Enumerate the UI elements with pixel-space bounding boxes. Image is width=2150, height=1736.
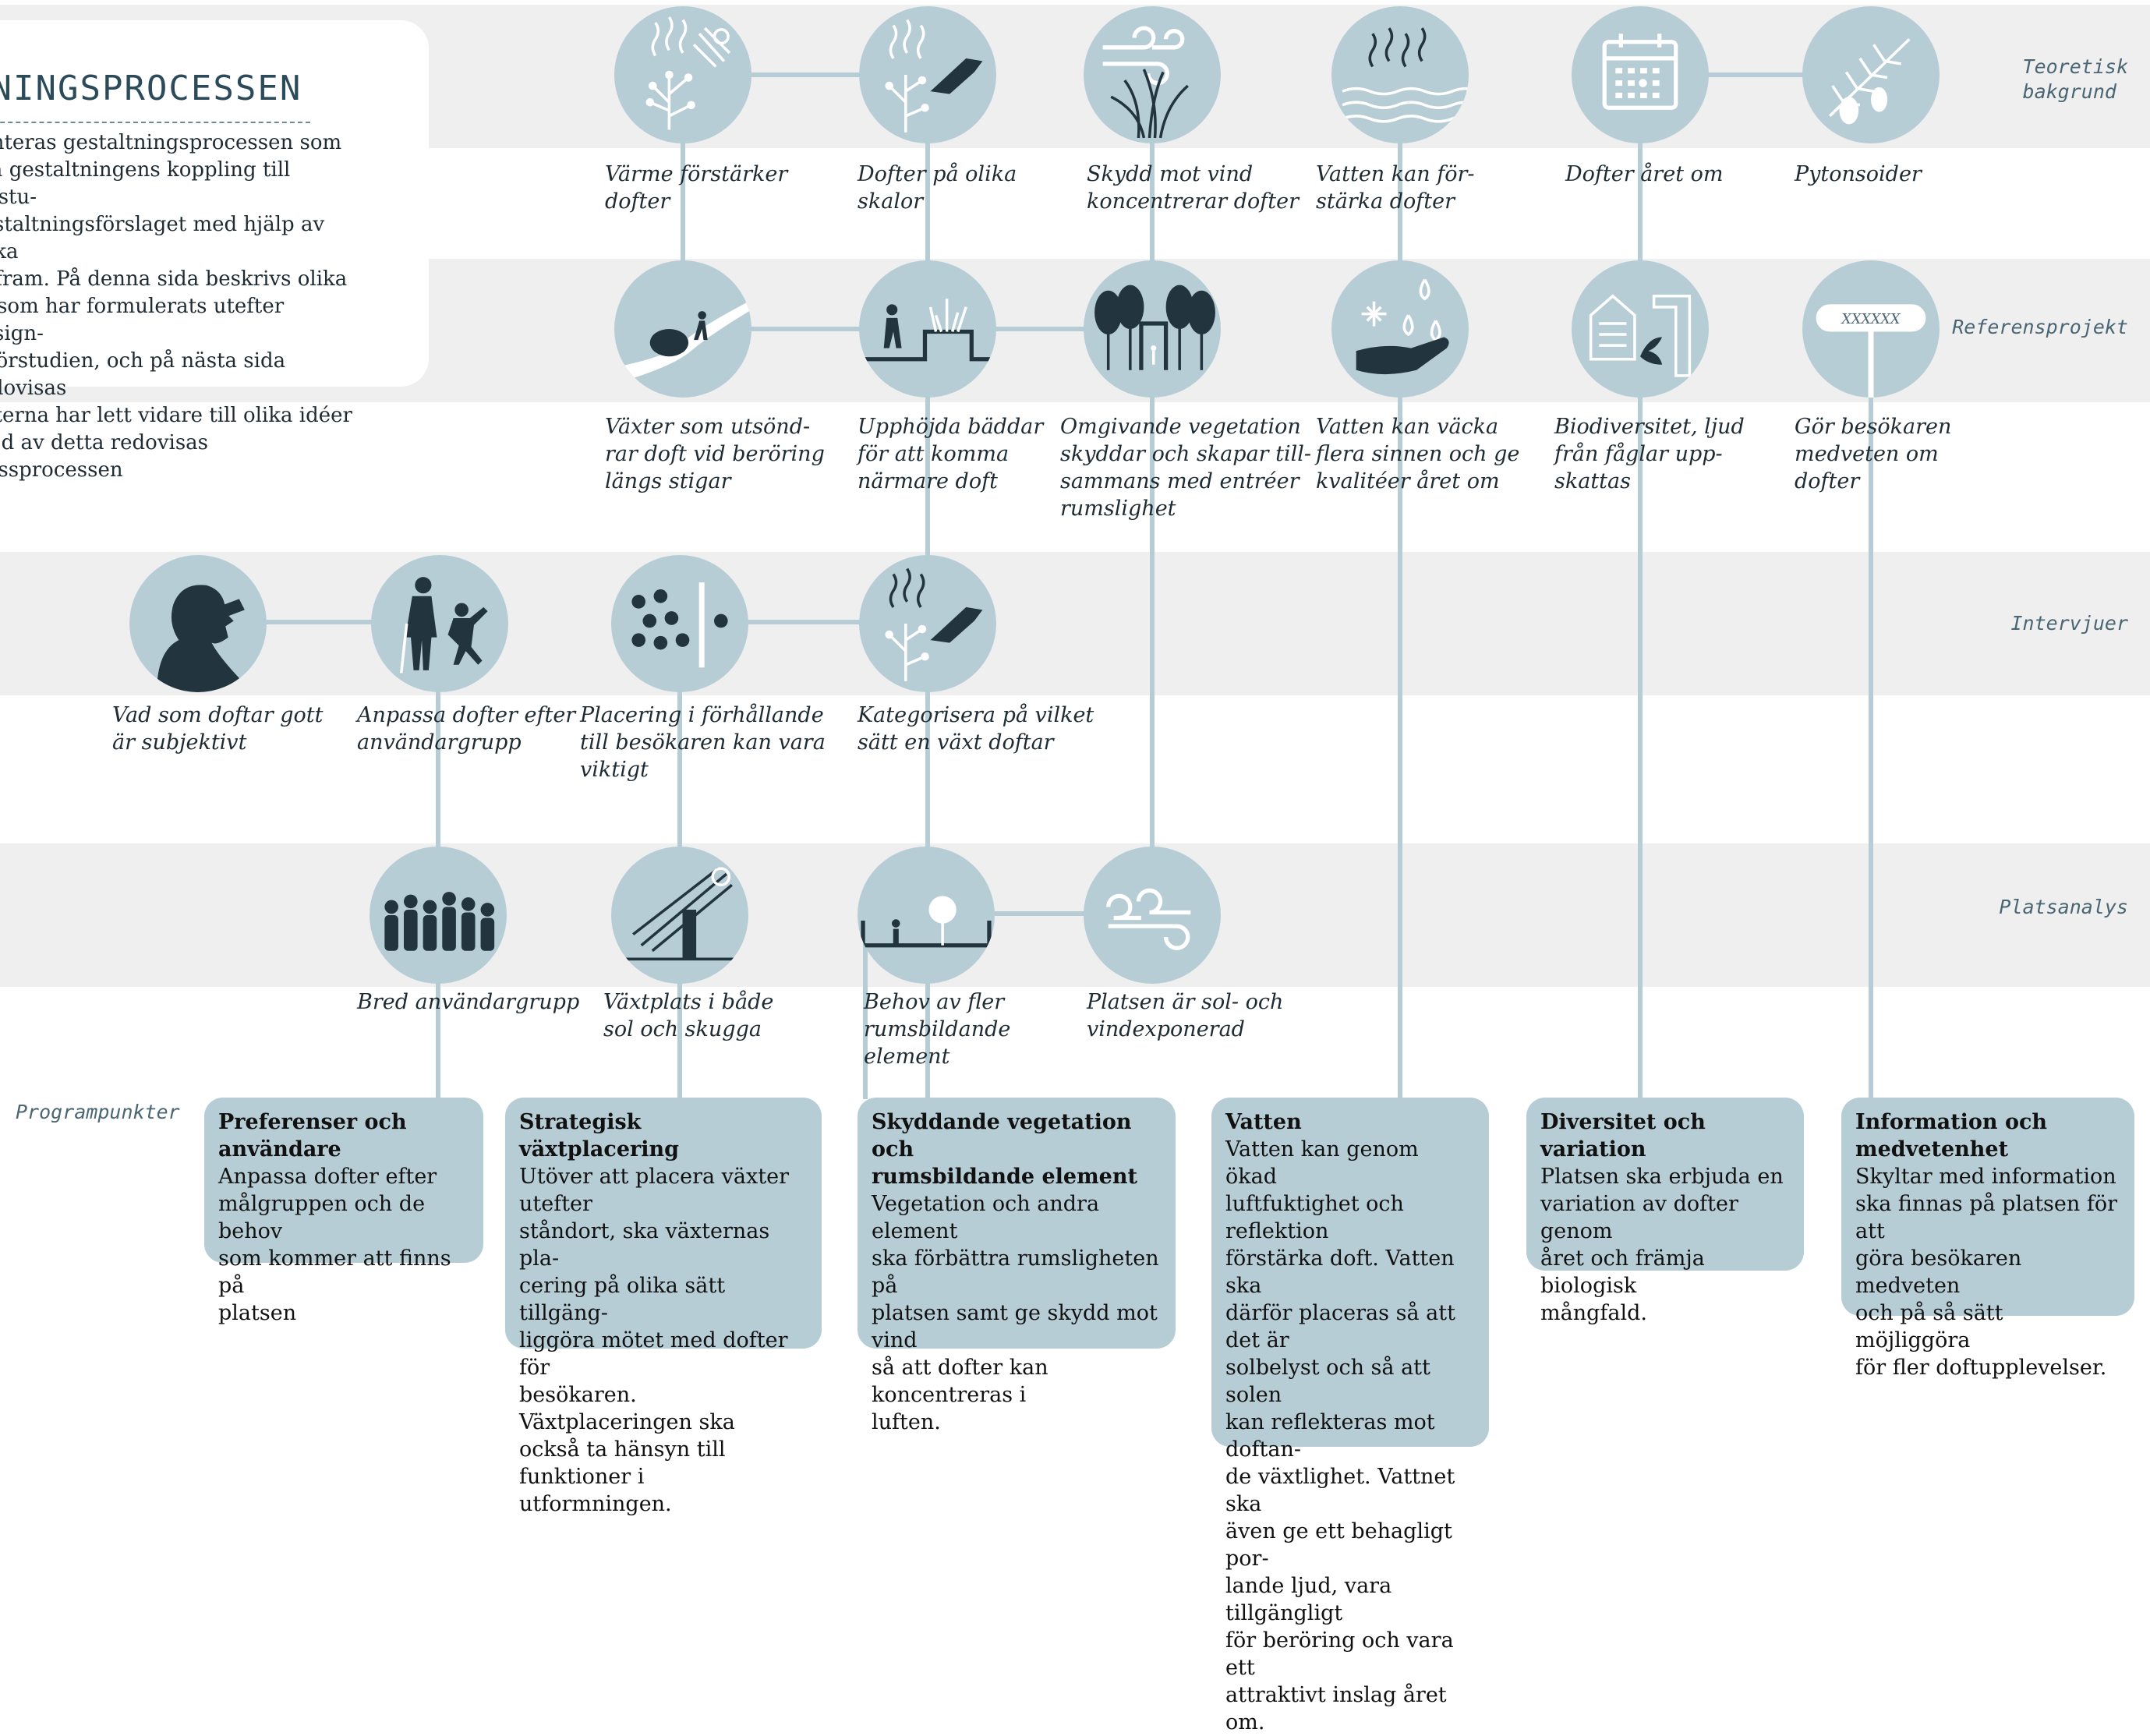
node-sol-skugga [611, 847, 748, 984]
caption-p4: Platsen är sol- och vindexponerad [1087, 990, 1284, 1041]
water-hand-icon [1356, 278, 1449, 375]
raised-bed-icon [865, 299, 994, 362]
flower-placement-icon [631, 582, 728, 668]
program-card-title: Diversitet och variation [1540, 1110, 1706, 1161]
caption-r3: Omgivande vegetation skyddar och skapar … [1060, 415, 1312, 521]
node-vatten-sinnen [1331, 260, 1469, 398]
node-baddar [859, 260, 996, 398]
program-card-body: Utöver att placera växter utefter ståndo… [519, 1165, 789, 1516]
calendar-icon [1602, 34, 1678, 110]
program-card-diversitet: Diversitet och variation Platsen ska erb… [1526, 1098, 1804, 1325]
label-teoretisk: Teoretisk bakgrund [2022, 55, 2128, 103]
program-card-title: Strategisk växtplacering [519, 1110, 679, 1161]
caption-p1: Bred användargrupp [357, 990, 580, 1014]
sign-icon: XXXXXX [1816, 304, 1926, 398]
intro-divider [0, 122, 310, 123]
node-anpassa [371, 555, 508, 692]
intro-box: TNINGSPROCESSEN senteras gestaltningspro… [0, 20, 429, 482]
program-card-body: Skyltar med information ska finnas på pl… [1855, 1165, 2118, 1380]
caption-t5: Dofter året om [1565, 162, 1724, 186]
label-programpunkter: Programpunkter [16, 1101, 180, 1123]
node-stigar [614, 260, 751, 398]
intro-title: TNINGSPROCESSEN [0, 69, 302, 108]
elderly-child-icon [399, 577, 488, 674]
node-skalor [859, 6, 996, 143]
sign-text: XXXXXX [1840, 312, 1901, 327]
node-varme [614, 6, 751, 143]
water-steam-icon [1342, 27, 1469, 123]
caption-r4: Vatten kan väcka flera sinnen och ge kva… [1316, 415, 1520, 493]
caption-t4: Vatten kan för- stärka dofter [1316, 162, 1475, 214]
label-referens: Referensprojekt [1952, 316, 2128, 338]
program-card-title: Skyddande vegetation och rumsbildande el… [872, 1110, 1137, 1189]
program-card-body: Anpassa dofter efter målgruppen och de b… [218, 1165, 451, 1325]
node-kategorisera [859, 555, 996, 692]
caption-r6: Gör besökaren medveten om dofter [1795, 415, 1952, 493]
program-card-title: Preferenser och användare [218, 1110, 407, 1161]
caption-i3: Placering i förhållande till besökaren k… [580, 703, 826, 782]
caption-i2: Anpassa dofter efter användargrupp [357, 703, 576, 755]
node-sol-vind [1084, 847, 1221, 984]
node-bred [370, 847, 507, 984]
caption-r1: Växter som utsönd- rar doft vid beröring… [605, 415, 825, 493]
hand-plant-icon [885, 19, 983, 133]
node-rumsbildande [858, 847, 995, 984]
pine-branch-icon [1828, 37, 1911, 125]
label-platsanalys: Platsanalys [1999, 896, 2128, 918]
caption-t6: Pytonsoider [1795, 162, 1922, 186]
node-omgivande [1084, 260, 1221, 398]
program-card-body: Platsen ska erbjuda en variation av doft… [1540, 1165, 1784, 1325]
program-card-preferenser: Preferenser och användare Anpassa dofter… [204, 1098, 483, 1325]
trees-gate-icon [1094, 285, 1215, 370]
caption-r5: Biodiversitet, ljud från fåglar upp- ska… [1554, 415, 1745, 493]
node-ar-om [1572, 6, 1709, 143]
caption-p2: Växtplats i både sol och skugga [603, 990, 774, 1041]
crowd-icon [384, 892, 495, 951]
caption-i4: Kategorisera på vilket sätt en växt doft… [858, 703, 1094, 755]
program-card-skyddande: Skyddande vegetation och rumsbildande el… [858, 1098, 1176, 1434]
path-walker-icon [614, 301, 751, 384]
program-card-vaxtplacering: Strategisk växtplacering Utöver att plac… [505, 1098, 822, 1516]
program-card-information: Information och medvetenhet Skyltar med … [1841, 1098, 2134, 1380]
program-card-body: Vegetation och andra element ska förbätt… [872, 1192, 1159, 1434]
caption-r2: Upphöjda bäddar för att komma närmare do… [858, 415, 1044, 493]
node-skydd-vind [1084, 6, 1221, 143]
hand-plant-icon [885, 567, 983, 681]
caption-t3: Skydd mot vind koncentrerar dofter [1087, 162, 1299, 214]
label-intervjuer: Intervjuer [2010, 612, 2128, 635]
node-pytonsoider [1802, 6, 1940, 143]
node-subjektivt [129, 555, 267, 692]
sun-shade-icon [622, 867, 737, 961]
program-card-title: Vatten [1225, 1110, 1302, 1134]
open-space-icon [861, 896, 992, 948]
node-placering [611, 555, 748, 692]
program-card-title: Information och medvetenhet [1855, 1110, 2048, 1161]
wind-grass-icon [1102, 26, 1189, 139]
caption-p3: Behov av fler rumsbildande element [864, 990, 1011, 1069]
wind-icon [1106, 888, 1191, 950]
program-card-body: Vatten kan genom ökad luftfuktighet och … [1225, 1137, 1455, 1734]
caption-i1: Vad som doftar gott är subjektivt [112, 703, 324, 755]
caption-t2: Dofter på olika skalor [858, 162, 1017, 214]
smelling-person-icon [157, 585, 253, 692]
birdhouse-icon [1589, 294, 1692, 377]
heat-plant-icon [645, 16, 731, 130]
program-card-vatten: Vatten Vatten kan genom ökad luftfuktigh… [1211, 1098, 1489, 1734]
caption-t1: Värme förstärker dofter [605, 162, 788, 214]
node-vatten-forstarka [1331, 6, 1469, 143]
intro-text: senteras gestaltningsprocessen som ara g… [0, 131, 352, 482]
node-biodiversitet [1572, 260, 1709, 398]
node-medveten: XXXXXX [1802, 260, 1940, 398]
